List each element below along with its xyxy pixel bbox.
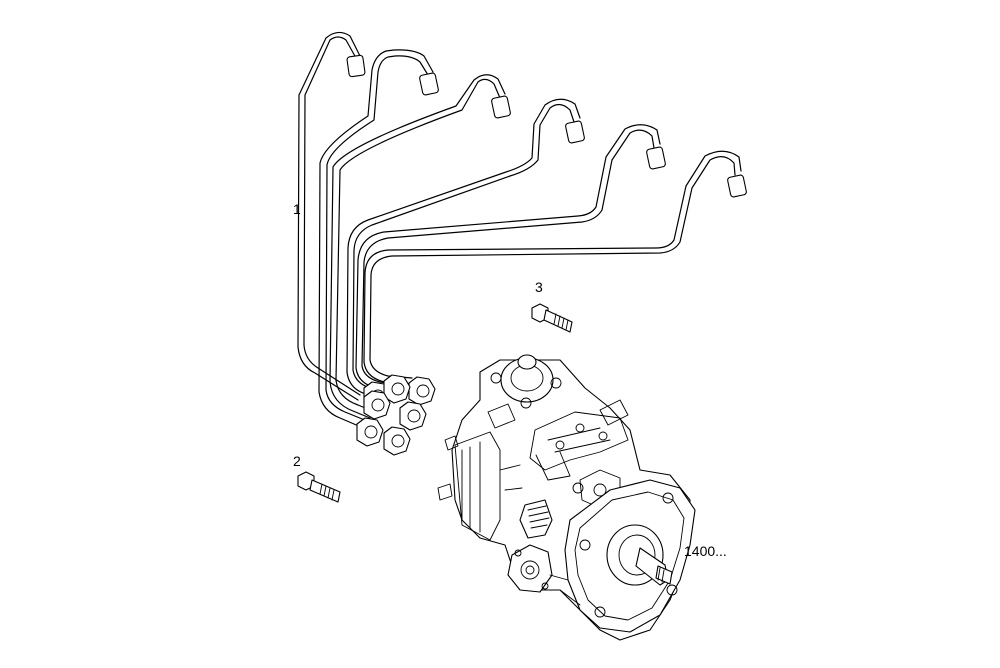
injection-pipe-f <box>363 150 747 385</box>
injection-pipe-d <box>346 98 585 399</box>
injection-pipe-b <box>318 49 439 431</box>
injection-pipe-e <box>355 124 666 393</box>
pipe-union-nuts <box>356 374 436 456</box>
bolt-part-3 <box>531 303 573 333</box>
injection-pipes-assembly <box>297 31 747 456</box>
callout-part-1: 1 <box>293 201 301 217</box>
callout-part-2: 2 <box>293 453 301 469</box>
injection-pipe-c <box>329 74 511 419</box>
injection-pump <box>437 354 696 641</box>
injection-pipe-a <box>297 31 366 401</box>
callout-part-3: 3 <box>535 279 543 295</box>
callout-pump-reference: 1400... <box>684 543 727 559</box>
bolt-part-2 <box>297 471 341 503</box>
